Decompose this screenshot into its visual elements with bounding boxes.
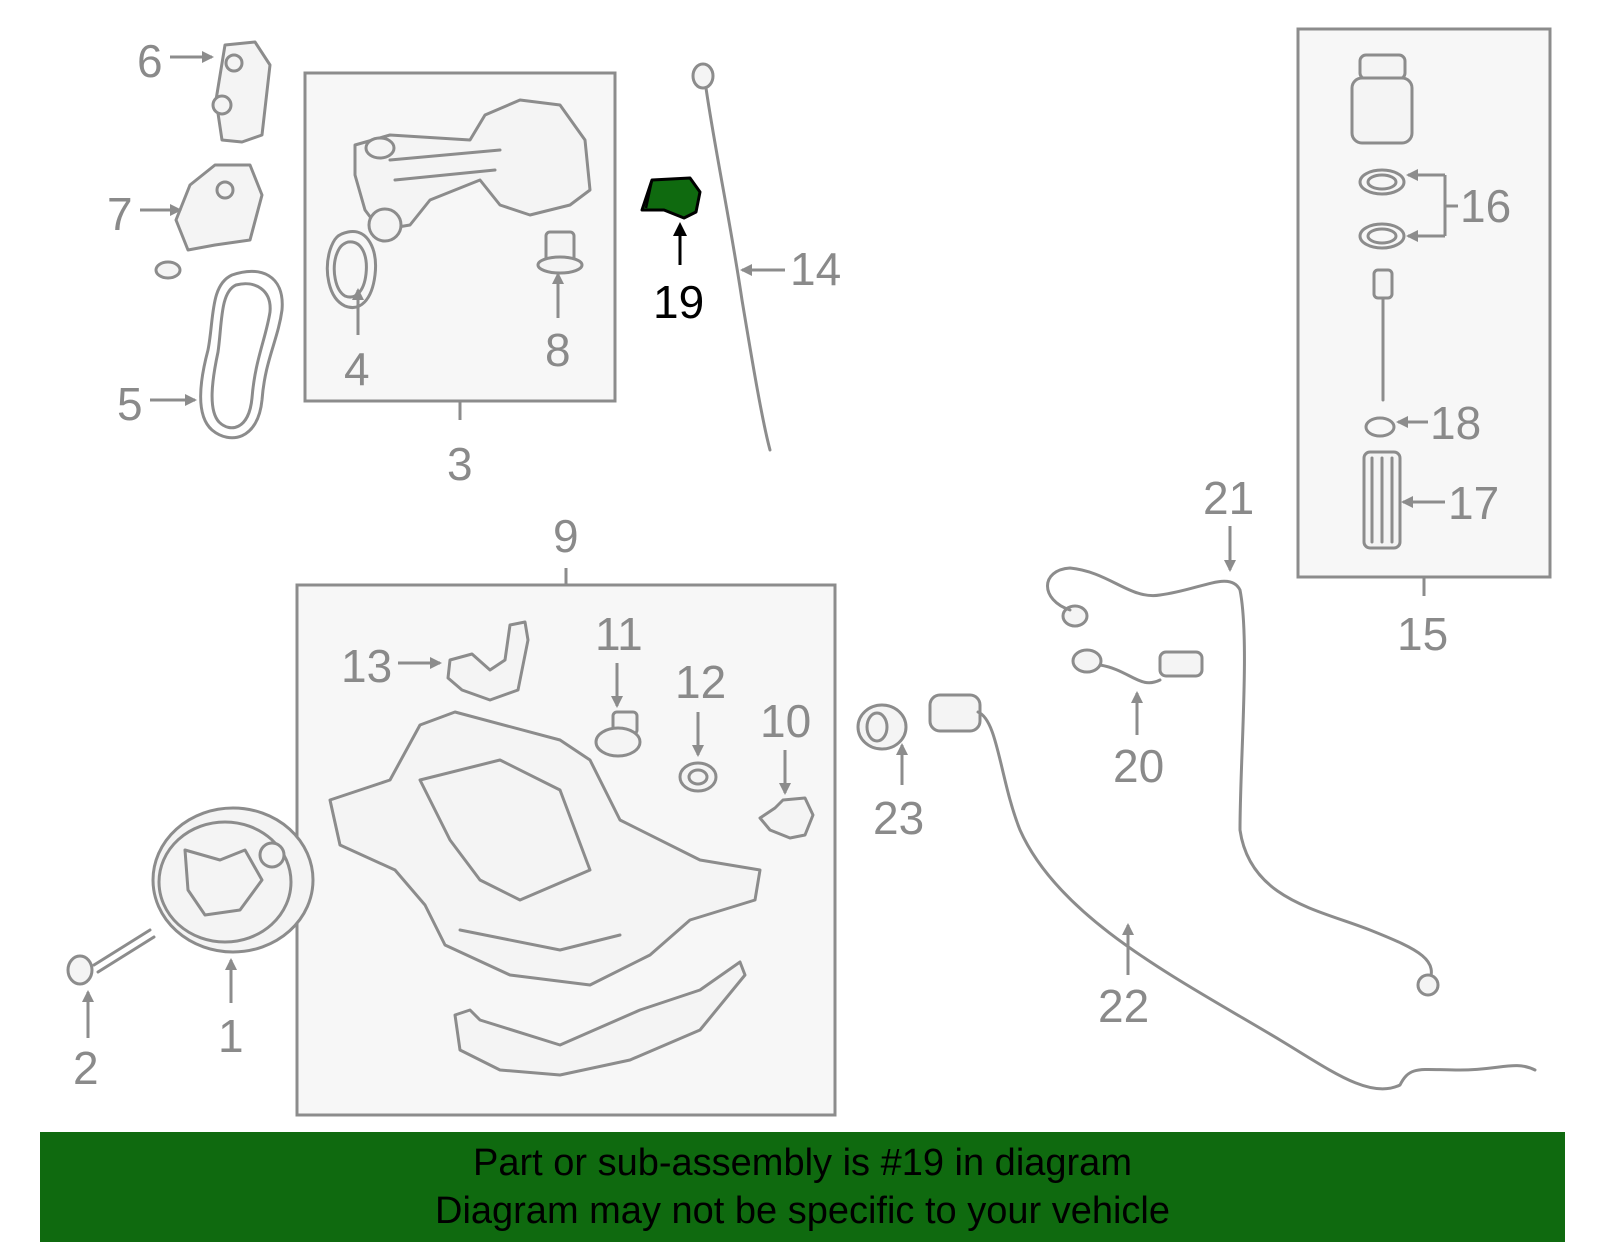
callout-18: 18 [1430, 397, 1481, 449]
part-16-o-rings [1358, 168, 1406, 250]
part-18-stem [1364, 268, 1396, 438]
part-8-plug [536, 230, 584, 275]
callout-21: 21 [1203, 472, 1254, 524]
part-14-dipstick [691, 62, 772, 452]
callout-19: 19 [653, 276, 704, 328]
part-12-plug [678, 761, 718, 793]
part-15-filter-housing [1350, 53, 1414, 145]
callout-10: 10 [760, 695, 811, 747]
part-1-pulley [151, 806, 315, 954]
part-2-bolt [66, 928, 156, 986]
part-10-sensor [758, 796, 815, 840]
callout-9: 9 [553, 510, 579, 562]
part-4-gasket [325, 230, 378, 309]
part-11-sensor [594, 710, 642, 758]
callout-2: 2 [73, 1042, 99, 1094]
banner-line-1: Part or sub-assembly is #19 in diagram [473, 1142, 1132, 1184]
banner-line-2: Diagram may not be specific to your vehi… [435, 1190, 1170, 1232]
part-17-filter-element [1362, 450, 1402, 550]
part-5-belt [199, 269, 284, 440]
callout-8: 8 [545, 324, 571, 376]
part-20-sensor [1071, 648, 1204, 685]
callout-7: 7 [107, 188, 133, 240]
callout-22: 22 [1098, 980, 1149, 1032]
part-21-harness [1046, 566, 1440, 997]
callout-4: 4 [344, 343, 370, 395]
callout-14: 14 [790, 243, 841, 295]
callout-12: 12 [675, 656, 726, 708]
part-23-grommet [856, 703, 908, 751]
info-banner: Part or sub-assembly is #19 in diagram D… [40, 1132, 1565, 1242]
callout-11: 11 [595, 608, 643, 660]
callout-20: 20 [1113, 740, 1164, 792]
callout-16: 16 [1460, 180, 1511, 232]
part-19-highlighted [640, 176, 702, 220]
group-box-15 [1296, 27, 1552, 579]
part-13-bracket [446, 620, 530, 702]
callout-1: 1 [218, 1010, 244, 1062]
part-22-harness [928, 693, 1537, 1091]
callout-3: 3 [447, 438, 473, 490]
part-9-oil-pan [328, 710, 762, 987]
part-7-bracket [154, 163, 264, 280]
part-9-baffle [453, 960, 747, 1077]
callout-5: 5 [117, 378, 143, 430]
callout-15: 15 [1397, 608, 1448, 660]
callout-6: 6 [137, 35, 163, 87]
callout-17: 17 [1448, 477, 1499, 529]
part-6-bracket [211, 40, 272, 144]
callout-23: 23 [873, 792, 924, 844]
callout-13: 13 [341, 640, 392, 692]
part-3-oil-pump [353, 98, 592, 243]
